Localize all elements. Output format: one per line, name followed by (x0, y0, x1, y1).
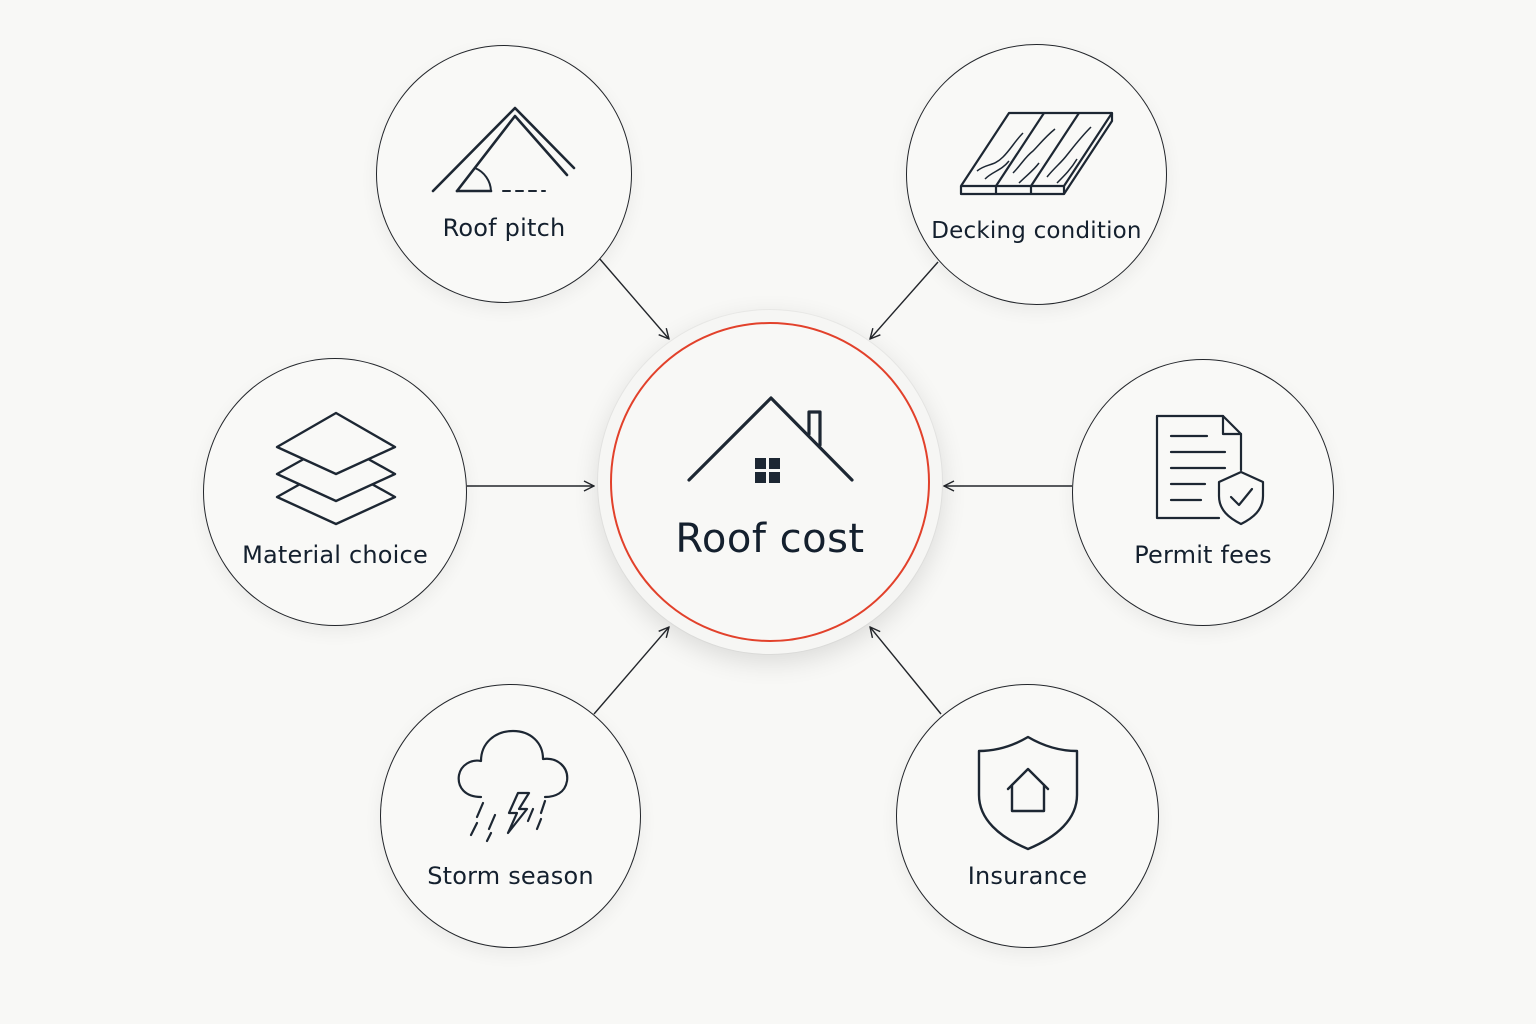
storm-cloud-icon (457, 729, 569, 843)
factor-node-permit-fees: Permit fees (1072, 359, 1334, 626)
arrow-storm-to-center (593, 627, 669, 715)
center-accent-ring: Roof cost (610, 322, 930, 642)
factor-node-roof-pitch: Roof pitch (376, 45, 632, 303)
factor-label: Material choice (242, 541, 428, 569)
factor-node-decking-condition: Decking condition (906, 44, 1167, 305)
shield-house-icon (977, 735, 1079, 851)
center-node-roof-cost: Roof cost (598, 310, 942, 654)
layers-icon (275, 411, 397, 526)
factor-node-storm-season: Storm season (380, 684, 641, 948)
arrow-insurance-to-center (870, 627, 942, 715)
factor-node-insurance: Insurance (896, 684, 1159, 948)
roof-pitch-icon (431, 106, 576, 193)
factor-node-material-choice: Material choice (203, 358, 467, 626)
wood-planks-icon (959, 111, 1114, 196)
arrow-decking-to-center (870, 261, 939, 339)
arrow-pitch-to-center (598, 257, 669, 339)
permit-document-icon (1155, 414, 1265, 526)
factor-label: Roof pitch (442, 214, 566, 242)
factor-label: Decking condition (931, 218, 1142, 244)
factor-label: Permit fees (1134, 541, 1272, 569)
factor-label: Insurance (967, 862, 1088, 890)
center-label: Roof cost (675, 516, 865, 562)
factor-label: Storm season (427, 862, 594, 890)
house-icon (687, 396, 854, 483)
